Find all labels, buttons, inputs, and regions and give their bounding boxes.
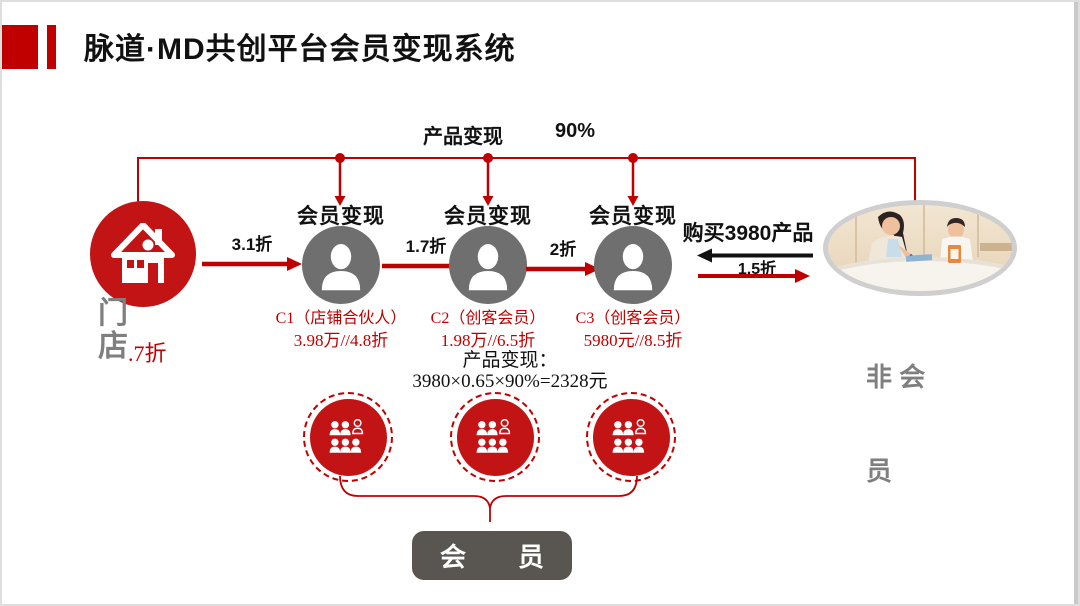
title-accent-square: [2, 25, 38, 69]
product-flow-label: 产品变现: [423, 126, 503, 148]
formula-equation: 3980×0.65×90%=2328元: [412, 370, 608, 392]
store-discount-note: .7折: [128, 341, 167, 366]
nonmember-photo: [823, 200, 1017, 296]
group-circle-3: [586, 392, 676, 482]
left-arrow-icon: [697, 248, 813, 263]
member-caption-c1: C1（店铺合伙人） 3.98万//4.8折: [236, 309, 446, 352]
group-icon: [476, 418, 511, 453]
member-caption-c2: C2（创客会员） 1.98万//6.5折: [383, 309, 593, 352]
group-circle-2: [450, 392, 540, 482]
member-name: C1（店铺合伙人）: [275, 310, 407, 327]
right-arrow-icon: [526, 262, 600, 276]
buy-product-label: 购买3980产品: [682, 222, 814, 245]
member-flow-label-c1: 会员变现: [297, 205, 385, 228]
member-price: 5980元//8.5折: [583, 330, 683, 350]
arrow-store-to-c1: 3.1折: [202, 230, 302, 272]
member-price: 1.98万//6.5折: [440, 330, 536, 350]
group-circle-1: [303, 392, 393, 482]
member-node-c1: [302, 226, 380, 304]
store-node: [90, 201, 196, 307]
title-accent-bar: [47, 25, 56, 69]
member-box: 会 员: [412, 531, 572, 580]
member-name: C2（创客会员）: [430, 310, 546, 327]
group-icon: [612, 418, 647, 453]
arrow-label: 2折: [549, 240, 577, 259]
member-node-c2: [449, 226, 527, 304]
house-icon: [111, 223, 175, 283]
arrow-label: 1.7折: [405, 237, 447, 256]
member-flow-label-c3: 会员变现: [589, 205, 677, 228]
formula: 产品变现： 3980×0.65×90%=2328元: [355, 350, 665, 393]
arrow-label: 3.1折: [231, 235, 273, 254]
member-node-c3: [594, 226, 672, 304]
store-label: 门 店: [98, 297, 128, 363]
nonmember-label: 非 会 员: [866, 362, 926, 486]
member-box-label: 会 员: [439, 542, 544, 572]
product-flow-caption: 产品变现 90%: [423, 120, 595, 149]
member-price: 3.98万//4.8折: [293, 330, 389, 350]
product-flow-value: 90%: [554, 120, 595, 142]
user-icon: [613, 244, 653, 291]
discount-label: 1.5折: [737, 261, 777, 278]
page-title: 脉道·MD共创平台会员变现系统: [84, 33, 516, 66]
user-icon: [321, 244, 361, 291]
group-icon: [329, 418, 364, 453]
photo-illustration: [828, 205, 1012, 291]
user-icon: [468, 244, 508, 291]
right-arrow-icon: [202, 257, 302, 271]
member-caption-c3: C3（创客会员） 5980元//8.5折: [528, 309, 738, 352]
arrow-c2-to-c3: 2折: [526, 235, 600, 277]
formula-title: 产品变现：: [462, 350, 558, 371]
member-name: C3（创客会员）: [575, 310, 691, 327]
member-flow-label-c2: 会员变现: [444, 205, 532, 228]
right-arrow-icon: [698, 269, 810, 283]
